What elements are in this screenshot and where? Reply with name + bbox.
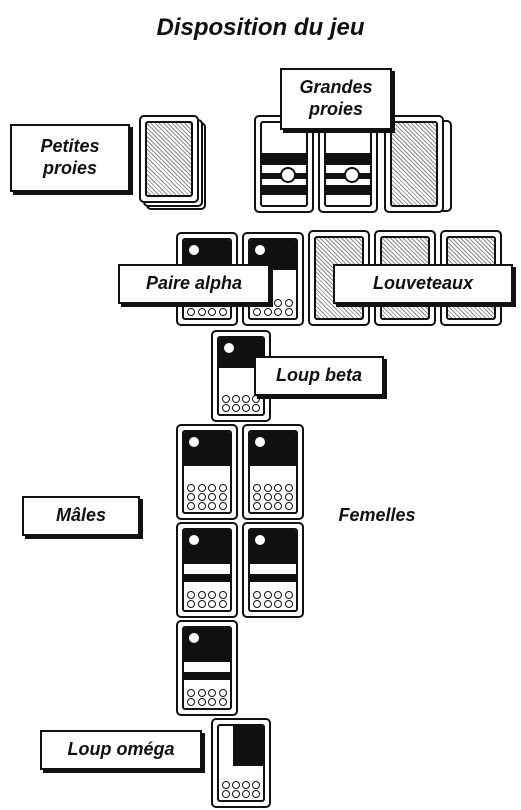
wolf-token-icon: [344, 167, 360, 183]
female-card-1[interactable]: [242, 424, 304, 520]
label-louveteaux: Louveteaux: [333, 264, 513, 304]
grandes-proies-stack-top[interactable]: [384, 115, 444, 213]
loup-omega-card[interactable]: [211, 718, 271, 808]
petites-proies-stack-top[interactable]: [139, 115, 199, 203]
strength-dots: [219, 779, 263, 800]
wolf-token-icon: [253, 435, 267, 449]
strength-dots: [250, 589, 296, 610]
strength-dots: [184, 687, 230, 708]
strength-dots: [250, 482, 296, 512]
wolf-token-icon: [222, 341, 236, 355]
strength-dots: [219, 393, 263, 414]
strength-dots: [184, 589, 230, 610]
strength-dots: [184, 482, 230, 512]
male-card-2[interactable]: [176, 522, 238, 618]
label-loup-omega: Loup oméga: [40, 730, 202, 770]
label-loup-beta: Loup beta: [254, 356, 384, 396]
label-grandes-proies: Grandes proies: [280, 68, 392, 130]
wolf-token-icon: [280, 167, 296, 183]
wolf-token-icon: [187, 243, 201, 257]
label-petites-proies: Petites proies: [10, 124, 130, 192]
wolf-token-icon: [187, 533, 201, 547]
wolf-token-icon: [187, 435, 201, 449]
label-femelles: Femelles: [320, 496, 434, 536]
wolf-token-icon: [253, 533, 267, 547]
female-card-2[interactable]: [242, 522, 304, 618]
label-paire-alpha: Paire alpha: [118, 264, 270, 304]
wolf-token-icon: [187, 631, 201, 645]
label-males: Mâles: [22, 496, 140, 536]
diagram-title: Disposition du jeu: [0, 14, 521, 42]
male-card-1[interactable]: [176, 424, 238, 520]
male-card-3[interactable]: [176, 620, 238, 716]
wolf-token-icon: [253, 243, 267, 257]
